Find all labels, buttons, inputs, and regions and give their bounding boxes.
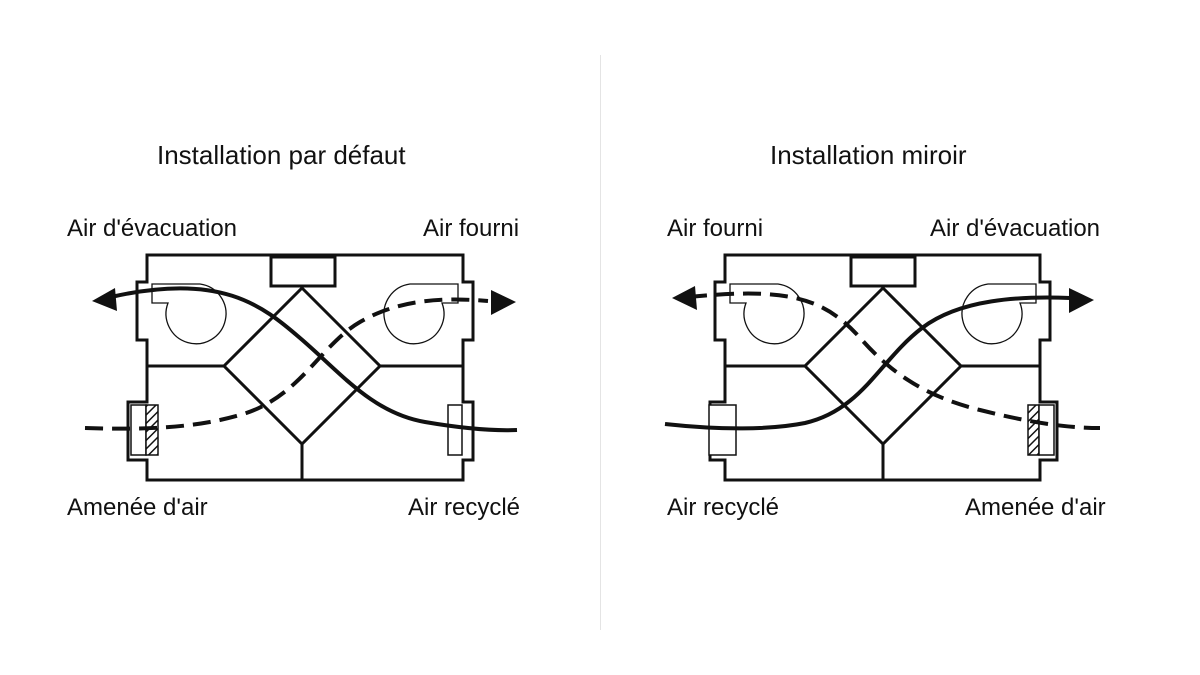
top-damper xyxy=(269,255,337,288)
filter-right-hatched xyxy=(1027,404,1040,456)
label-top-left: Air d'évacuation xyxy=(67,215,238,242)
fan-right xyxy=(383,283,459,345)
label-top-right: Air fourni xyxy=(423,215,520,242)
diagram-title: Installation miroir xyxy=(770,140,967,170)
solid-airflow xyxy=(110,286,518,433)
dashed-airflow xyxy=(84,297,489,431)
dashed-airflow xyxy=(688,291,1101,430)
diagram-title: Installation par défaut xyxy=(157,140,406,170)
heat-exchanger xyxy=(221,285,383,447)
filter-right-frame xyxy=(1038,404,1055,456)
fan-left xyxy=(729,283,805,345)
arrow-right-outlet xyxy=(491,290,516,315)
arrow-left-outlet xyxy=(672,286,697,310)
label-bottom-right: Air recyclé xyxy=(408,494,521,521)
top-damper xyxy=(849,255,917,288)
panel-divider xyxy=(600,55,601,630)
label-bottom-left: Air recyclé xyxy=(667,494,780,521)
arrow-left-outlet xyxy=(92,288,117,311)
unit-casing xyxy=(708,253,1059,482)
fan-right xyxy=(961,283,1037,345)
default-installation-panel: Installation par défaut Air d'évacuation… xyxy=(67,140,521,521)
ventilation-unit-diagram xyxy=(84,253,518,482)
label-bottom-left: Amenée d'air xyxy=(67,494,208,521)
mirror-installation-panel: Installation miroir Air fourni Air d'éva… xyxy=(600,0,1200,675)
label-top-left: Air fourni xyxy=(667,215,764,242)
solid-airflow xyxy=(664,295,1071,431)
arrow-right-outlet xyxy=(1069,288,1094,313)
filter-right-plain xyxy=(447,404,463,456)
unit-casing xyxy=(126,253,475,482)
label-bottom-right: Amenée d'air xyxy=(965,494,1106,521)
label-top-right: Air d'évacuation xyxy=(930,215,1101,242)
ventilation-unit-diagram xyxy=(664,253,1101,482)
